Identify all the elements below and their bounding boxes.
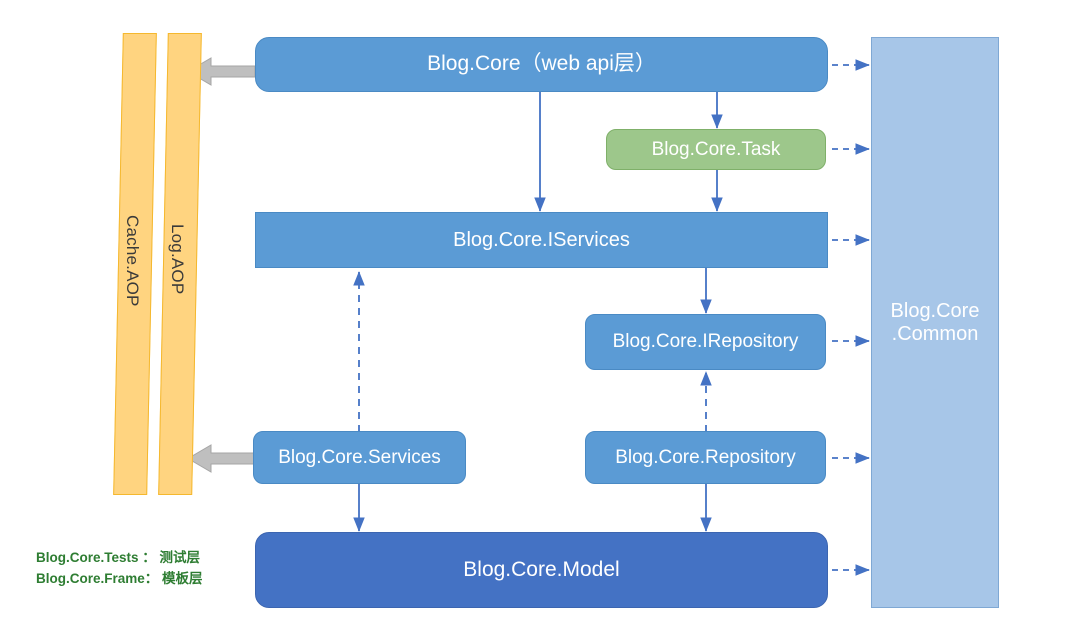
node-model[interactable]: Blog.Core.Model xyxy=(255,532,828,608)
node-repository[interactable]: Blog.Core.Repository xyxy=(585,431,826,484)
aop-label-log: Log.AOP xyxy=(168,224,187,295)
node-common-line1: Blog.Core xyxy=(890,299,980,322)
legend-line-frame: Blog.Core.Frame： 模板层 xyxy=(36,570,203,586)
legend-line-tests: Blog.Core.Tests ： 测试层 xyxy=(36,550,201,565)
aop-label-cache: Cache.AOP xyxy=(123,215,142,307)
node-common[interactable]: Blog.Core .Common xyxy=(871,37,999,608)
node-common-line2: .Common xyxy=(891,322,979,345)
node-web-api[interactable]: Blog.Core（web api层） xyxy=(255,37,828,92)
node-services[interactable]: Blog.Core.Services xyxy=(253,431,466,484)
gray-block-arrow-bottom xyxy=(187,444,256,473)
node-task[interactable]: Blog.Core.Task xyxy=(606,129,826,170)
legend: Blog.Core.Tests ： 测试层 Blog.Core.Frame： 模… xyxy=(36,548,203,590)
node-irepository[interactable]: Blog.Core.IRepository xyxy=(585,314,826,370)
node-iservices[interactable]: Blog.Core.IServices xyxy=(255,212,828,268)
